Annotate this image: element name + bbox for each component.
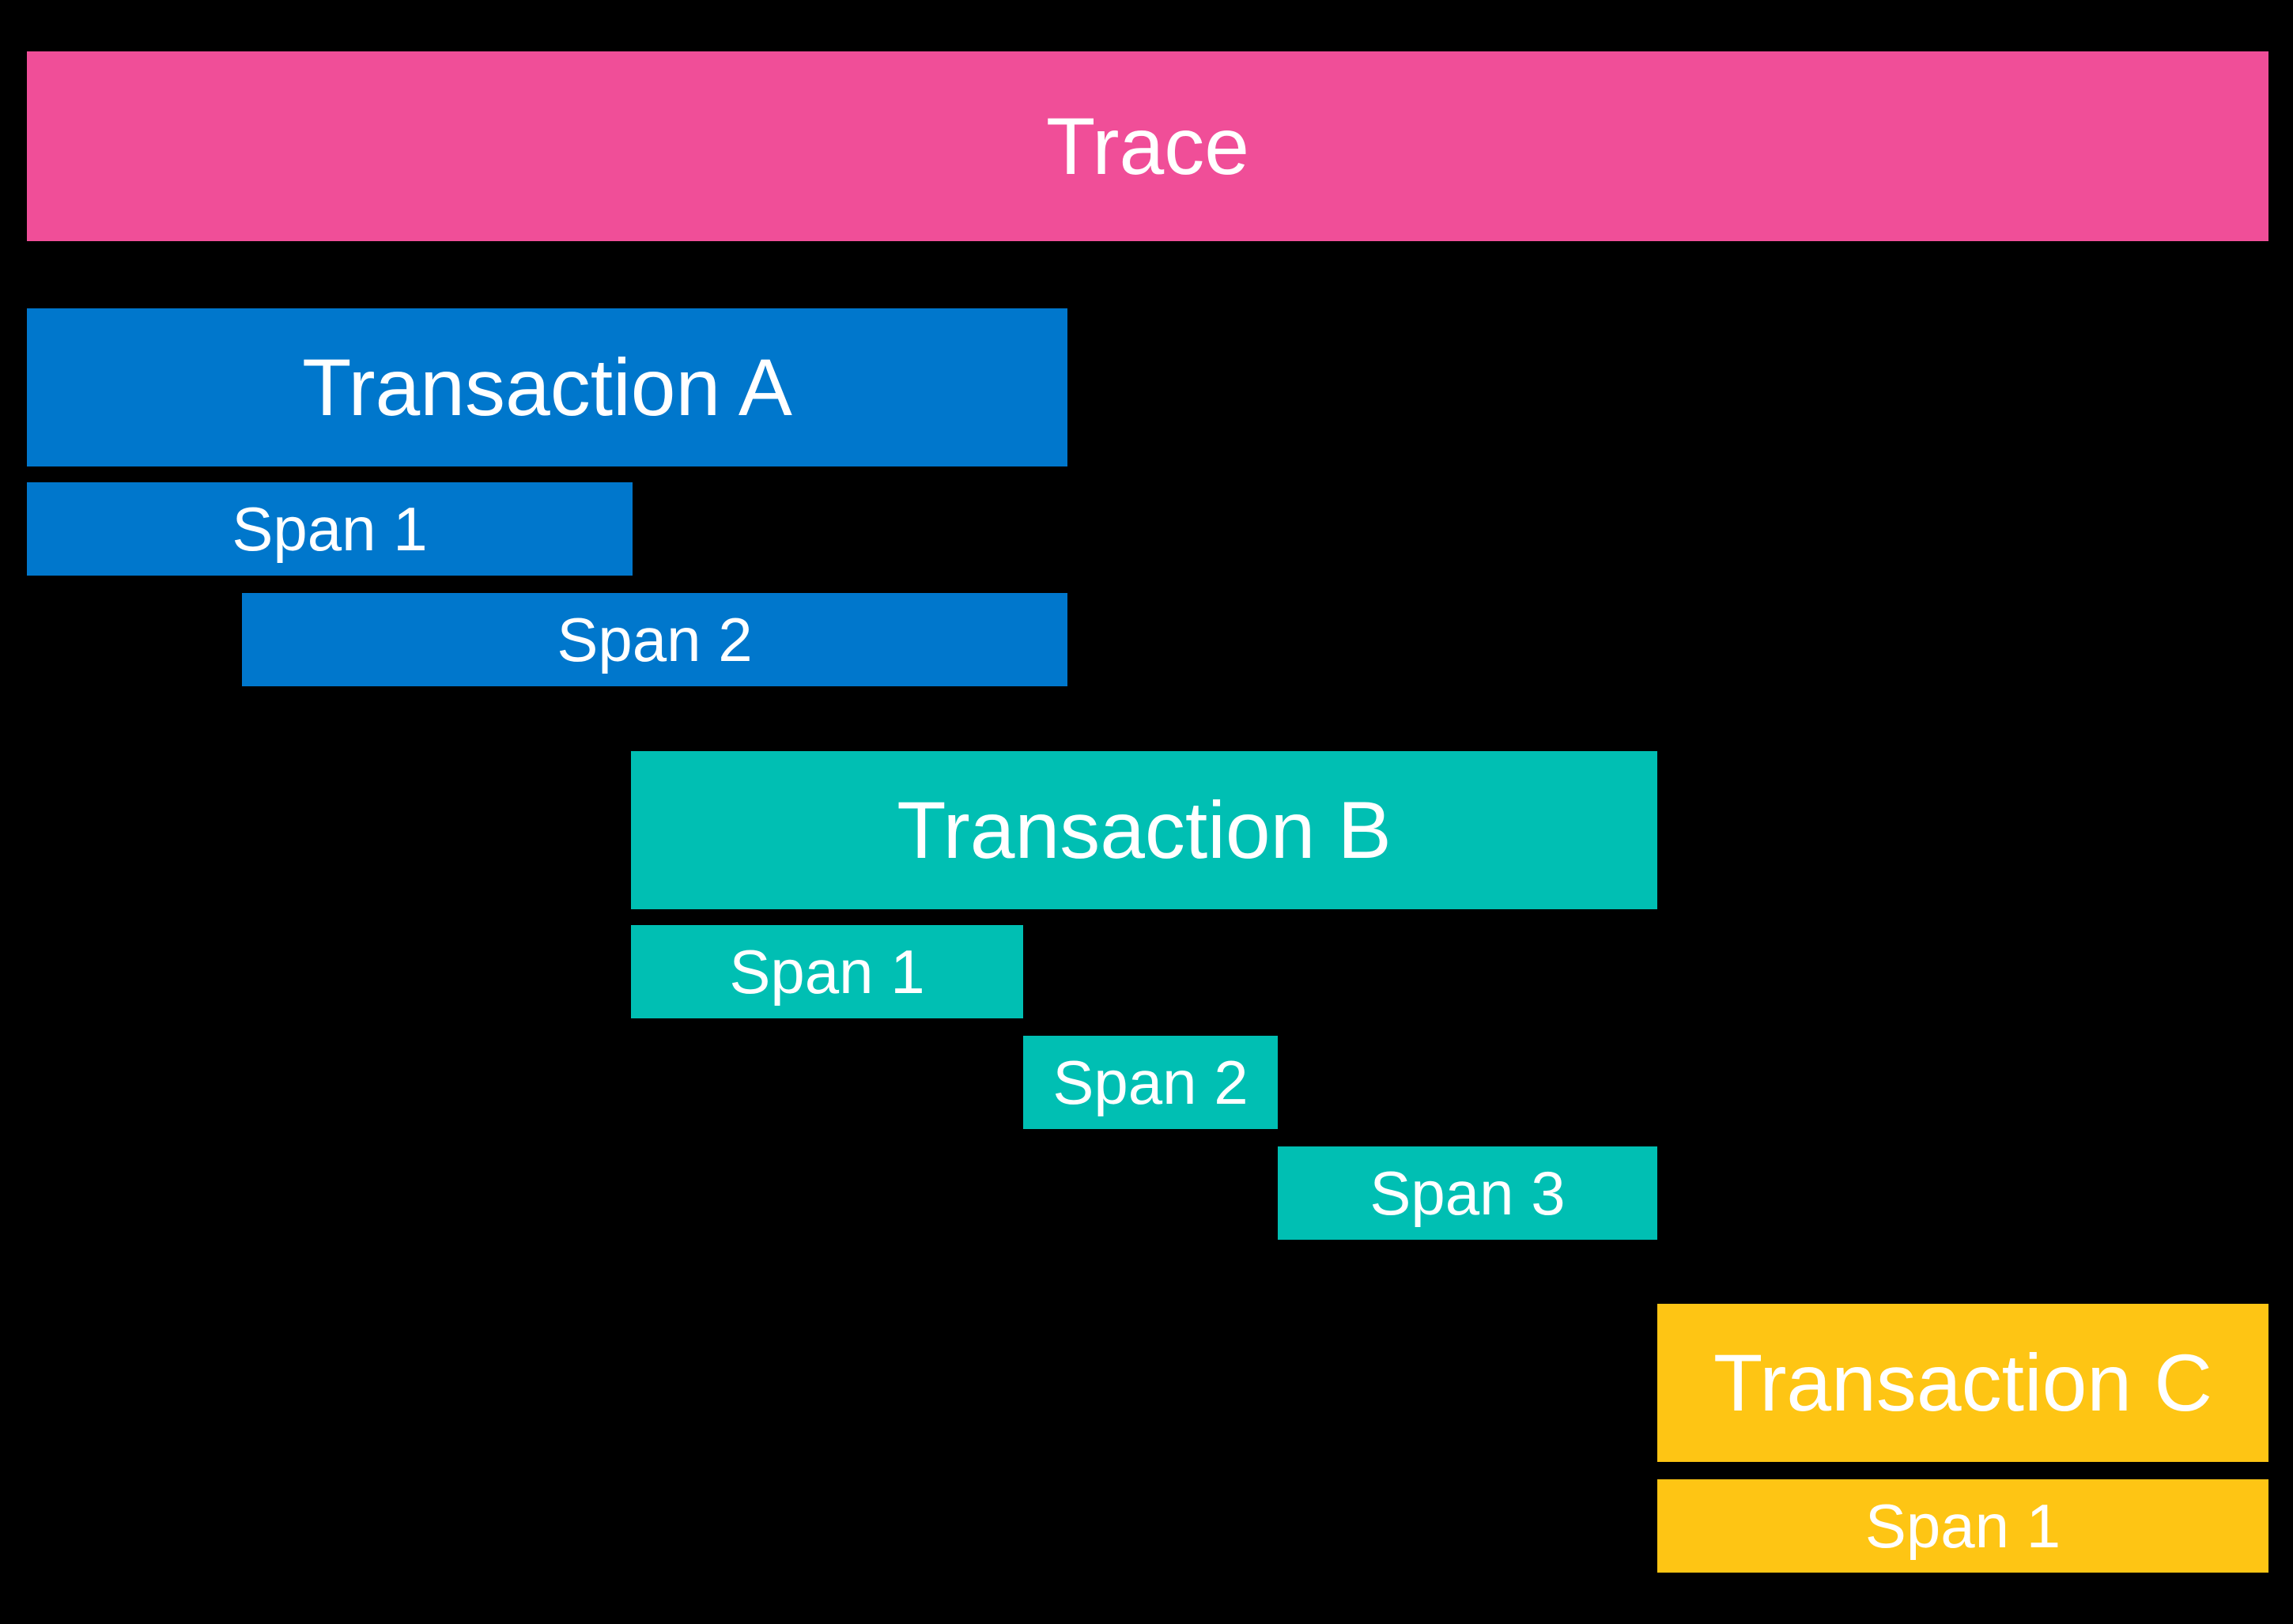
transaction-b-bar: Transaction B xyxy=(631,751,1657,909)
transaction-b-span-2-bar: Span 2 xyxy=(1023,1036,1278,1129)
transaction-c-label: Transaction C xyxy=(1713,1338,2213,1428)
transaction-a-bar: Transaction A xyxy=(27,308,1067,466)
transaction-a-span-1-bar: Span 1 xyxy=(27,482,633,576)
transaction-b-span-3-bar: Span 3 xyxy=(1278,1146,1657,1240)
transaction-c-span-1-label: Span 1 xyxy=(1864,1491,2061,1561)
transaction-b-span-1-label: Span 1 xyxy=(729,937,925,1007)
transaction-c-span-1-bar: Span 1 xyxy=(1657,1479,2268,1573)
transaction-b-span-3-label: Span 3 xyxy=(1369,1158,1566,1228)
transaction-a-span-2-label: Span 2 xyxy=(557,605,753,674)
transaction-b-span-1-bar: Span 1 xyxy=(631,925,1023,1018)
transaction-b-span-2-label: Span 2 xyxy=(1052,1048,1248,1117)
transaction-a-span-1-label: Span 1 xyxy=(232,494,428,564)
transaction-c-bar: Transaction C xyxy=(1657,1304,2268,1462)
trace-bar: Trace xyxy=(27,51,2268,241)
transaction-a-span-2-bar: Span 2 xyxy=(242,593,1067,686)
transaction-a-label: Transaction A xyxy=(302,342,792,432)
trace-label: Trace xyxy=(1046,101,1249,191)
transaction-b-label: Transaction B xyxy=(897,785,1392,875)
